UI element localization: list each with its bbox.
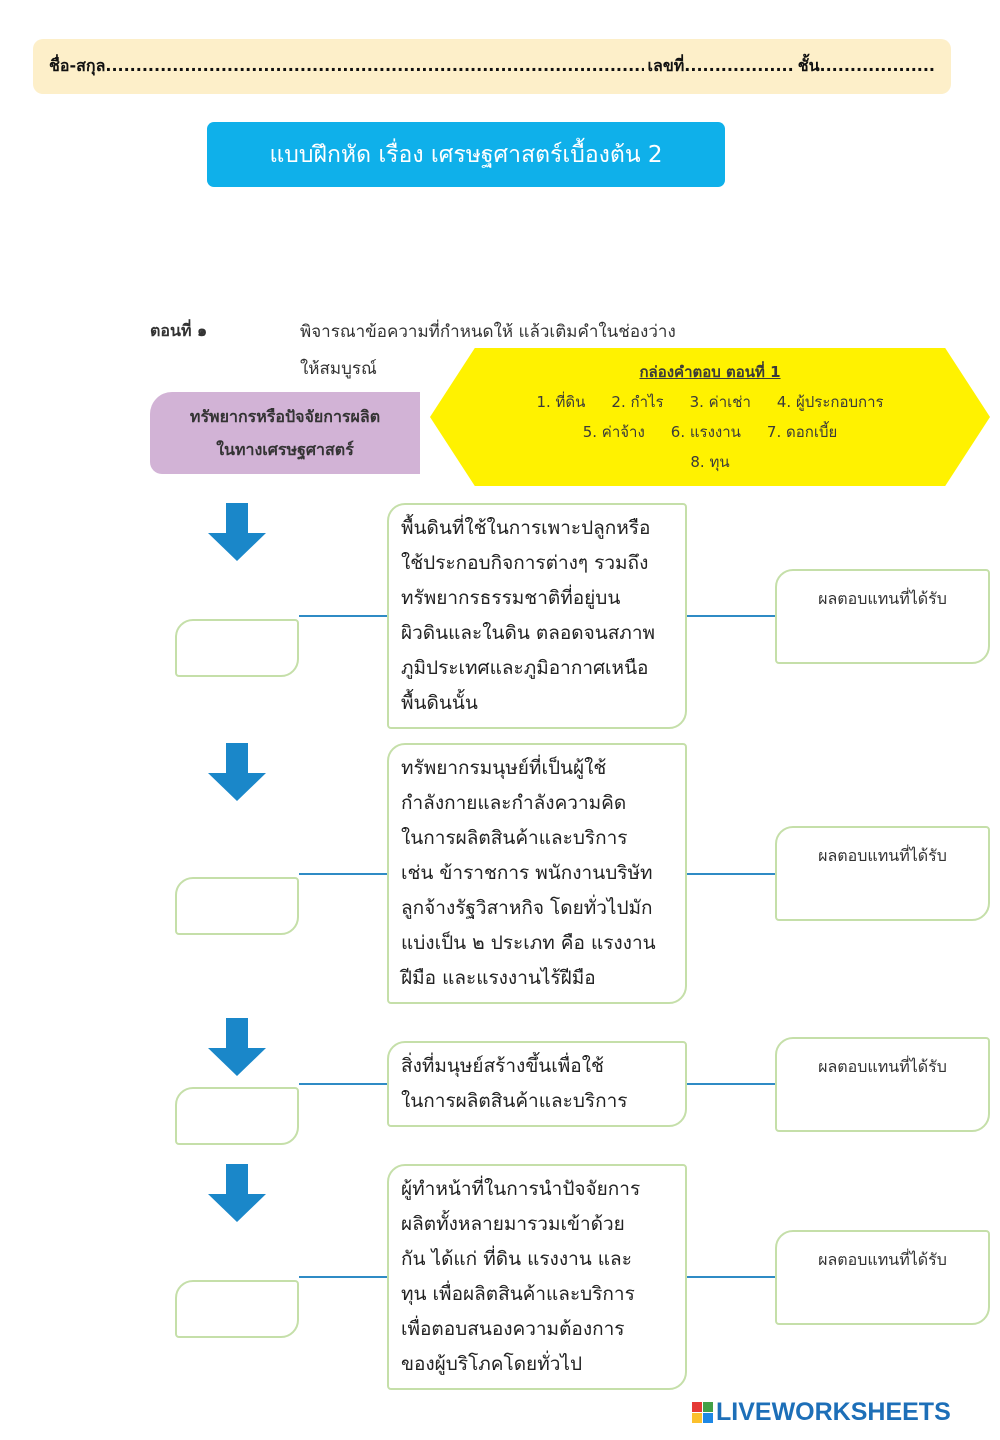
answer-option: 5. ค่าจ้าง [582,423,645,441]
factor-row: พื้นดินที่ใช้ในการเพาะปลูกหรือ ใช้ประกอบ… [175,503,990,729]
answer-option: 3. ค่าเช่า [689,393,751,411]
return-label: ผลตอบแทนที่ได้รับ [818,588,947,608]
answer-box: กล่องคำตอบ ตอนที่ 1 1. ที่ดิน 2. กำไร 3.… [430,348,990,486]
connector-line [299,1276,387,1278]
connector-line [299,872,387,875]
factor-answer-input[interactable] [175,1280,299,1338]
part-label: ตอนที่ ๑ [150,321,208,340]
factor-row: ทรัพยากรมนุษย์ที่เป็นผู้ใช้ กำลังกายและก… [175,743,990,1004]
factor-answer-input[interactable] [175,619,299,677]
factors-heading-line2: ในทางเศรษฐศาสตร์ [216,440,354,459]
liveworksheets-logo: LIVEWORKSHEETS [692,1398,951,1427]
return-answer-box[interactable]: ผลตอบแทนที่ได้รับ [775,826,990,921]
factors-heading-line1: ทรัพยากรหรือปัจจัยการผลิต [189,407,381,426]
worksheet-title: แบบฝึกหัด เรื่อง เศรษฐศาสตร์เบื้องต้น 2 [207,122,725,187]
description-box: ทรัพยากรมนุษย์ที่เป็นผู้ใช้ กำลังกายและก… [387,743,687,1004]
connector-line [299,615,387,617]
connector-line [299,1083,387,1085]
class-field[interactable]: ชั้น................... [797,56,935,75]
return-answer-box[interactable]: ผลตอบแทนที่ได้รับ [775,568,990,664]
description-box: ผู้ทำหน้าที่ในการนำปัจจัยการ ผลิตทั้งหลา… [387,1164,687,1390]
down-arrow-icon [208,1164,266,1222]
answer-option: 2. กำไร [611,393,664,411]
connector-line [687,615,775,617]
factor-answer-input[interactable] [175,1087,299,1145]
description-box: พื้นดินที่ใช้ในการเพาะปลูกหรือ ใช้ประกอบ… [387,503,687,729]
factors-heading: ทรัพยากรหรือปัจจัยการผลิต ในทางเศรษฐศาสต… [150,392,420,474]
name-field[interactable]: ชื่อ-สกุล...............................… [49,56,644,75]
answer-option: 8. ทุน [690,453,730,471]
return-label: ผลตอบแทนที่ได้รับ [818,1056,947,1076]
number-field[interactable]: เลขที่.................. [647,56,794,75]
connector-line [687,1083,775,1085]
instruction-line-2: ให้สมบูรณ์ [300,359,377,379]
instruction-line-1: พิจารณาข้อความที่กำหนดให้ แล้วเติมคำในช่… [300,322,676,342]
logo-squares-icon [692,1402,713,1423]
return-label: ผลตอบแทนที่ได้รับ [818,1249,947,1269]
factor-rows: พื้นดินที่ใช้ในการเพาะปลูกหรือ ใช้ประกอบ… [175,503,990,1390]
down-arrow-icon [208,743,266,801]
factor-row: สิ่งที่มนุษย์สร้างขึ้นเพื่อใช้ ในการผลิต… [175,1018,990,1150]
return-label: ผลตอบแทนที่ได้รับ [818,846,947,865]
answer-box-title: กล่องคำตอบ ตอนที่ 1 [639,363,781,381]
brand-text: LIVEWORKSHEETS [716,1398,951,1426]
answer-option: 7. ดอกเบี้ย [766,423,838,441]
connector-line [687,872,775,875]
return-answer-box[interactable]: ผลตอบแทนที่ได้รับ [775,1036,990,1132]
student-info-bar: ชื่อ-สกุล...............................… [33,39,951,94]
factor-row: ผู้ทำหน้าที่ในการนำปัจจัยการ ผลิตทั้งหลา… [175,1164,990,1390]
answer-option: 6. แรงงาน [670,423,741,441]
down-arrow-icon [208,1018,266,1076]
return-answer-box[interactable]: ผลตอบแทนที่ได้รับ [775,1229,990,1325]
answer-option: 1. ที่ดิน [536,393,586,411]
description-box: สิ่งที่มนุษย์สร้างขึ้นเพื่อใช้ ในการผลิต… [387,1041,687,1127]
factor-answer-input[interactable] [175,876,299,935]
down-arrow-icon [208,503,266,561]
answer-option: 4. ผู้ประกอบการ [776,393,884,411]
connector-line [687,1276,775,1278]
